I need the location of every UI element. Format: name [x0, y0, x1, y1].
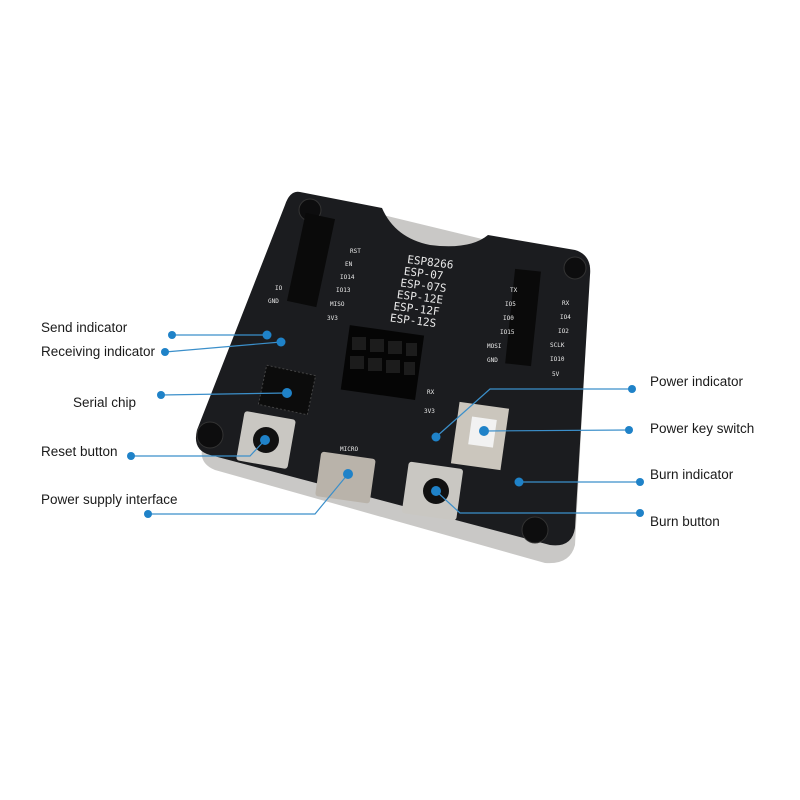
svg-text:MISO: MISO — [330, 301, 345, 308]
module-silkscreen: ESP8266 ESP-07 ESP-07S ESP-12E ESP-12F E… — [389, 253, 455, 330]
module-text: ESP-12E — [396, 288, 444, 307]
callout-send-indicator: Send indicator — [41, 320, 128, 335]
svg-text:3V3: 3V3 — [327, 315, 338, 322]
svg-text:IO14: IO14 — [340, 274, 355, 281]
callout-burn-button: Burn button — [650, 514, 720, 529]
svg-text:RX: RX — [562, 300, 570, 307]
callout-receiving-indicator: Receiving indicator — [41, 344, 156, 359]
svg-text:IO15: IO15 — [500, 329, 515, 336]
svg-text:EN: EN — [345, 261, 353, 268]
callout-power-indicator: Power indicator — [650, 374, 744, 389]
svg-text:TX: TX — [510, 287, 518, 294]
svg-text:GND: GND — [268, 298, 279, 305]
callout-lines — [131, 334, 640, 515]
svg-text:GND: GND — [487, 357, 498, 364]
svg-text:RX: RX — [427, 389, 435, 396]
left-pin-labels: RST EN IO14 IO13 MISO 3V3 IO GND — [268, 248, 361, 322]
callout-serial-chip: Serial chip — [73, 395, 137, 410]
socket-holes — [350, 337, 417, 375]
svg-text:IO5: IO5 — [505, 301, 516, 308]
svg-text:IO: IO — [275, 285, 283, 292]
module-text: ESP-12F — [393, 300, 441, 319]
svg-text:IO4: IO4 — [560, 314, 571, 321]
callout-dots — [127, 330, 644, 518]
right-pin-labels: TX IO5 IO0 IO15 MOSI GND RX IO4 IO2 SCLK… — [424, 287, 571, 415]
usb-label: MICRO — [340, 446, 358, 453]
module-text: ESP-07S — [400, 276, 448, 295]
module-text: ESP-07 — [403, 265, 444, 283]
svg-text:3V3: 3V3 — [424, 408, 435, 415]
svg-text:MOSI: MOSI — [487, 343, 502, 350]
svg-text:IO13: IO13 — [336, 287, 351, 294]
screw-icons — [196, 198, 587, 544]
module-text: ESP-12S — [389, 311, 437, 330]
callout-power-supply-interface: Power supply interface — [41, 492, 178, 507]
callout-burn-indicator: Burn indicator — [650, 467, 734, 482]
svg-text:5V: 5V — [552, 371, 560, 378]
callout-power-key-switch: Power key switch — [650, 421, 755, 436]
right-pin-header — [505, 268, 541, 367]
module-text: ESP8266 — [407, 253, 455, 272]
svg-text:IO10: IO10 — [550, 356, 565, 363]
callout-reset-button: Reset button — [41, 444, 118, 459]
left-pin-header — [286, 212, 336, 308]
svg-text:IO0: IO0 — [503, 315, 514, 322]
svg-text:SCLK: SCLK — [550, 342, 565, 349]
svg-text:IO2: IO2 — [558, 328, 569, 335]
svg-text:RST: RST — [350, 248, 361, 255]
